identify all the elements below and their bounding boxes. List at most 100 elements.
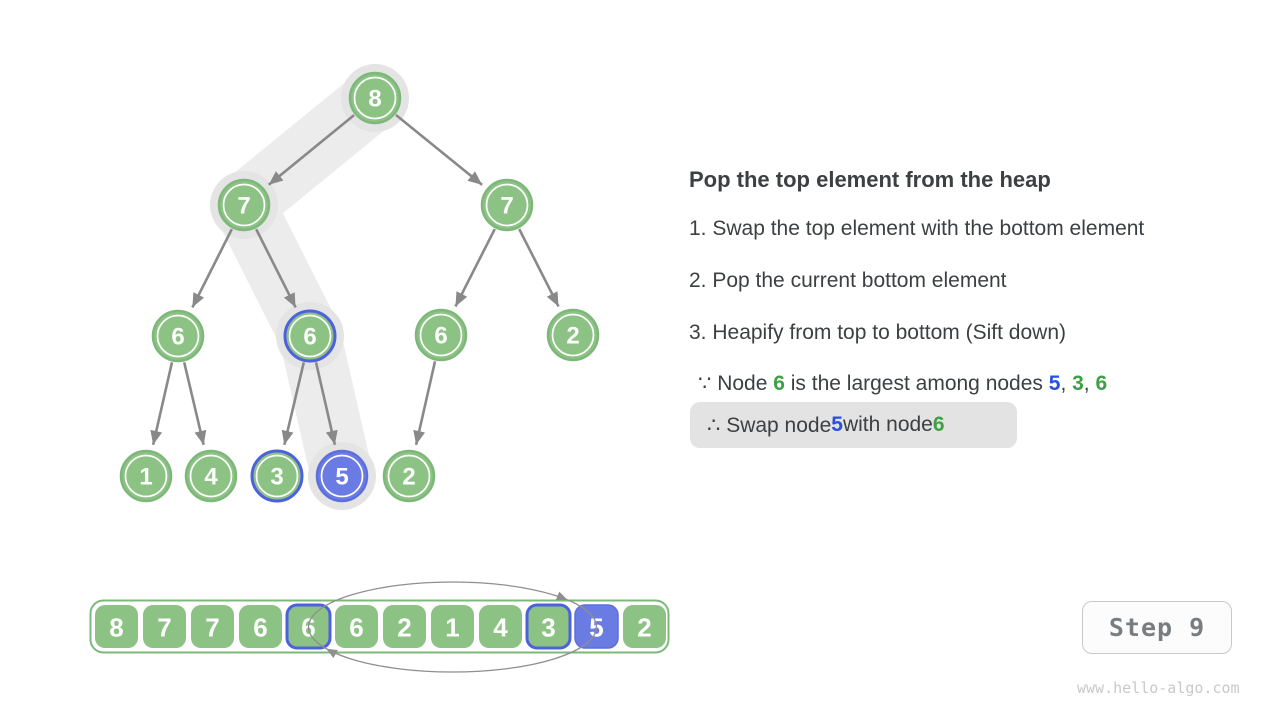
array-cell-box: [623, 605, 666, 648]
node-inner-ring: [189, 454, 233, 498]
tree-node: 6: [151, 309, 205, 363]
node-value: 4: [204, 464, 218, 491]
node-inner-ring: [353, 76, 397, 120]
tree-node: 8: [348, 71, 402, 125]
swap-ellipse-arrows: [307, 581, 598, 673]
text-segment-green: 3: [1072, 372, 1084, 395]
tree-edge: [413, 361, 437, 446]
sift-path-swath: [213, 67, 406, 507]
node-circle: [382, 449, 436, 503]
tree-node: 5: [315, 449, 369, 503]
array-cell: 6: [239, 605, 282, 648]
tree-node: 7: [480, 178, 534, 232]
sift-path-highlight: [210, 64, 409, 510]
node-value: 7: [237, 193, 250, 220]
node-circle: [151, 309, 205, 363]
node-value: 6: [303, 324, 316, 351]
node-value: 7: [500, 193, 513, 220]
array-cell: 1: [431, 605, 474, 648]
tree-edge: [314, 362, 338, 446]
array-cell-box: [479, 605, 522, 648]
step-badge: Step 9: [1082, 601, 1232, 654]
array-cell: 7: [191, 605, 234, 648]
text-segment-blue: 5: [1048, 372, 1061, 395]
array-cell-value: 1: [445, 613, 459, 643]
node-inner-ring: [222, 183, 266, 227]
tree-nodes: 8 7 7 6 6 6 2 1 4 3 5 2: [119, 71, 600, 503]
node-value: 8: [368, 86, 381, 113]
text-segment-dark: ∵ Node: [698, 372, 774, 395]
node-value: 6: [434, 323, 447, 350]
node-circle: [414, 308, 468, 362]
array-cell: 6: [335, 605, 378, 648]
tree-edge: [267, 114, 355, 186]
node-value: 1: [139, 464, 152, 491]
array-cell-box: [143, 605, 186, 648]
node-circle: [480, 178, 534, 232]
node-value: 6: [171, 324, 184, 351]
node-value: 5: [335, 464, 348, 491]
panel-step-1: 1. Swap the top element with the bottom …: [689, 217, 1145, 240]
array-cell: 4: [479, 605, 522, 648]
node-circle: [546, 308, 600, 362]
node-inner-ring: [551, 313, 595, 357]
node-circle: [250, 449, 304, 503]
array-cell-box: [335, 605, 378, 648]
tree-edge: [281, 361, 306, 446]
node-inner-ring: [419, 313, 463, 357]
node-value: 2: [402, 464, 415, 491]
tree-edge: [182, 361, 207, 446]
tree-node: 2: [382, 449, 436, 503]
array-cell-box: [95, 605, 138, 648]
tree-node: 6: [414, 308, 468, 362]
node-inner-ring: [320, 454, 364, 498]
tree-edge: [454, 228, 496, 308]
panel-title: Pop the top element from the heap: [689, 167, 1051, 192]
panel-step-3: 3. Heapify from top to bottom (Sift down…: [689, 321, 1066, 344]
node-circle: [119, 449, 173, 503]
therefore-box: ∴ Swap node 5 with node 6: [690, 402, 1017, 448]
node-inner-ring: [288, 314, 332, 358]
array-cell-box: [191, 605, 234, 648]
array-cell: 8: [95, 605, 138, 648]
tree-node: 3: [250, 449, 304, 503]
tree-edge: [150, 362, 174, 446]
array-cell-value: 3: [541, 613, 555, 643]
panel-step-2: 2. Pop the current bottom element: [689, 269, 1007, 292]
node-circle: [184, 449, 238, 503]
text-segment-dark: ,: [1060, 372, 1073, 395]
node-inner-ring: [387, 454, 431, 498]
node-inner-ring: [485, 183, 529, 227]
tree-node: 6: [283, 309, 337, 363]
array-cell-value: 4: [493, 613, 508, 643]
array-cell: 2: [383, 605, 426, 648]
node-value: 2: [566, 323, 579, 350]
node-circle: [217, 178, 271, 232]
text-segment-dark: is the largest among nodes: [784, 372, 1049, 395]
node-circle: [315, 449, 369, 503]
text-segment-green: 6: [1095, 372, 1108, 395]
node-inner-ring: [124, 454, 168, 498]
array-cell-value: 6: [349, 613, 363, 643]
array-cell-box: [431, 605, 474, 648]
array-cell: 7: [143, 605, 186, 648]
node-circle: [348, 71, 402, 125]
array-cell-value: 8: [109, 613, 123, 643]
text-segment-dark: with node: [842, 413, 933, 436]
watermark: www.hello-algo.com: [1077, 679, 1240, 697]
tree-edge: [191, 228, 234, 309]
array-cell-value: 7: [205, 613, 219, 643]
text-segment-green: 6: [773, 372, 785, 395]
tree-node: 7: [217, 178, 271, 232]
swap-arrow-to-right-cell: [555, 591, 568, 601]
node-inner-ring: [156, 314, 200, 358]
array-cell-box: [525, 603, 572, 650]
array-cell-value: 6: [253, 613, 267, 643]
array-cell: 3: [525, 603, 572, 650]
node-value: 3: [270, 464, 283, 491]
text-segment-green: 6: [932, 413, 945, 436]
tree-edge: [254, 228, 297, 309]
tree-node: 1: [119, 449, 173, 503]
tree-edges: [150, 113, 560, 446]
